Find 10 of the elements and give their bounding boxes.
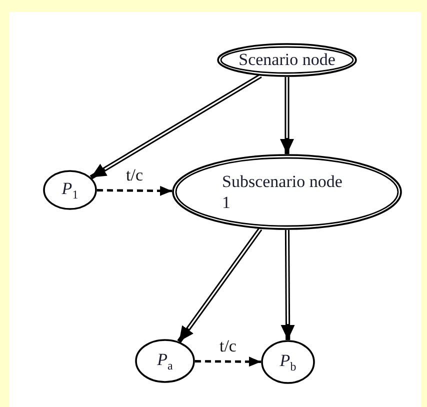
node-label: P$_{b}$ xyxy=(280,350,296,374)
ellipse-node xyxy=(172,154,402,230)
node-label: Scenario node xyxy=(238,49,336,71)
ellipse-node xyxy=(43,170,97,210)
node-label: Subscenario node 1 xyxy=(222,170,344,214)
ellipse-node xyxy=(135,339,195,383)
node-label: P$_{a}$ xyxy=(157,348,173,374)
node-label: P$_{1}$ xyxy=(62,178,78,202)
ellipse-node xyxy=(261,340,315,384)
ellipse-node xyxy=(217,43,357,77)
